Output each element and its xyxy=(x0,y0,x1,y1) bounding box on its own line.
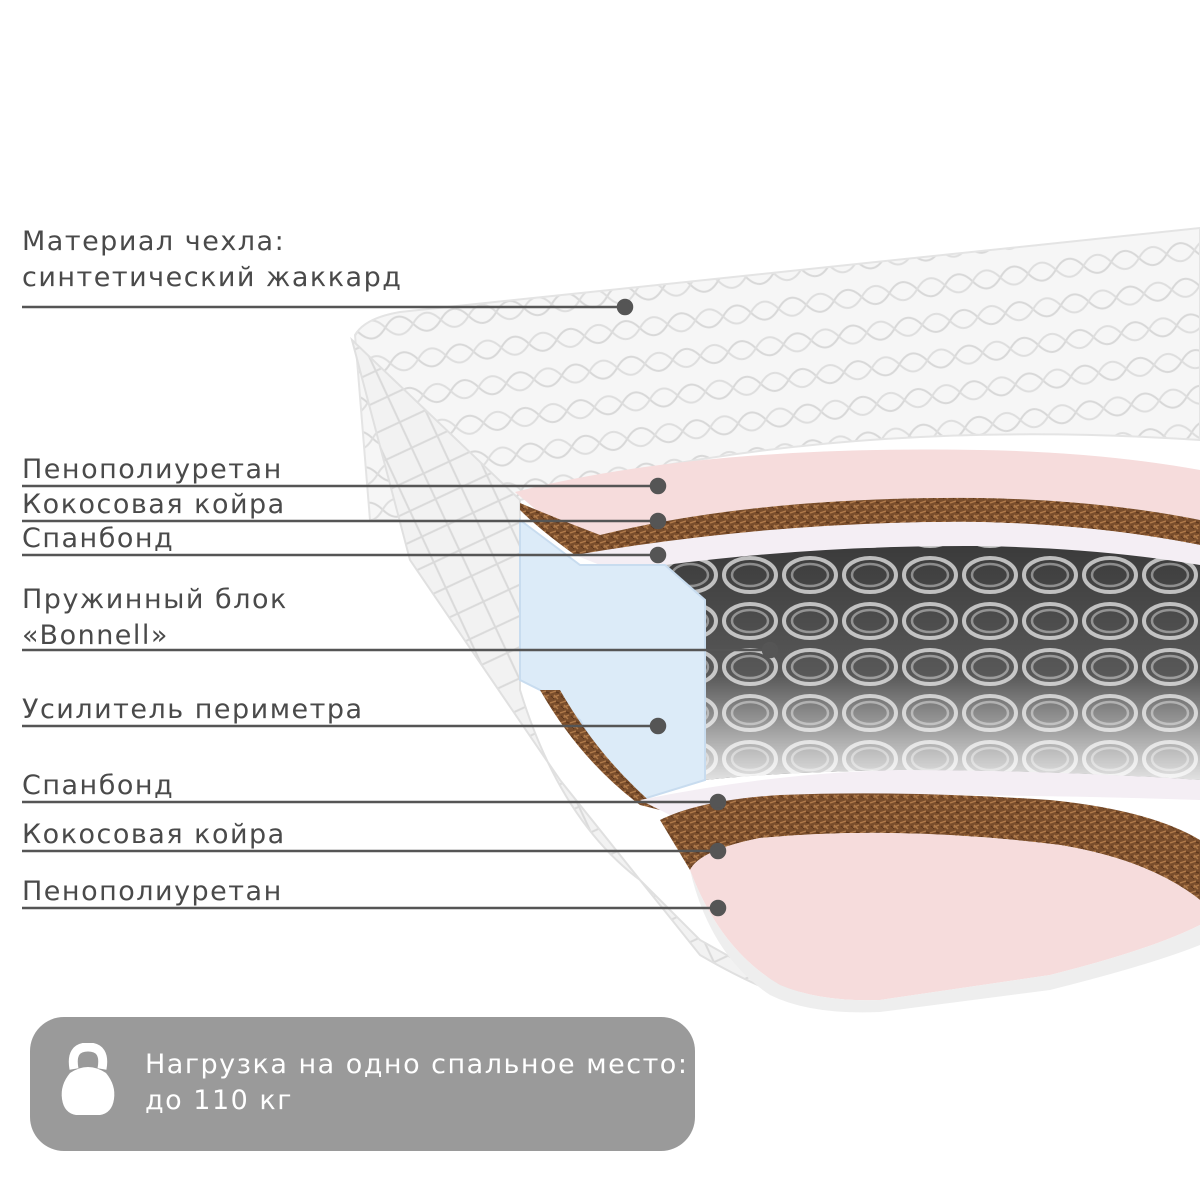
load-text-line2: до 110 кг xyxy=(145,1085,293,1116)
label-springs-line1: Пружинный блок xyxy=(22,584,288,615)
label-cover: Материал чехла: синтетический жаккард xyxy=(22,224,402,296)
label-ppu-bottom: Пенополиуретан xyxy=(22,876,283,907)
label-coir-top: Кокосовая койра xyxy=(22,489,286,520)
label-coir-bottom: Кокосовая койра xyxy=(22,819,286,850)
label-springs-line2: «Bonnell» xyxy=(22,620,169,651)
coir-bottom-layer xyxy=(660,793,1200,900)
label-perimeter: Усилитель периметра xyxy=(22,694,364,725)
label-springs: Пружинный блок «Bonnell» xyxy=(22,582,288,654)
label-cover-line2: синтетический жаккард xyxy=(22,262,403,293)
kettlebell-icon xyxy=(61,1043,115,1115)
ppu-bottom-layer xyxy=(690,832,1200,1001)
label-ppu-top: Пенополиуретан xyxy=(22,454,283,485)
label-spunbond-top: Спанбонд xyxy=(22,523,175,554)
ppu-top-layer xyxy=(515,449,1200,535)
load-text: Нагрузка на одно спальное место: до 110 … xyxy=(145,1047,688,1119)
label-cover-line1: Материал чехла: xyxy=(22,226,286,257)
load-info-box: Нагрузка на одно спальное место: до 110 … xyxy=(30,1017,695,1151)
coir-edge-strip xyxy=(540,690,660,810)
mattress-bottom-edge xyxy=(690,870,1200,1013)
label-spunbond-bottom: Спанбонд xyxy=(22,770,175,801)
spunbond-top-layer xyxy=(575,521,1200,565)
load-text-line1: Нагрузка на одно спальное место: xyxy=(145,1049,689,1080)
